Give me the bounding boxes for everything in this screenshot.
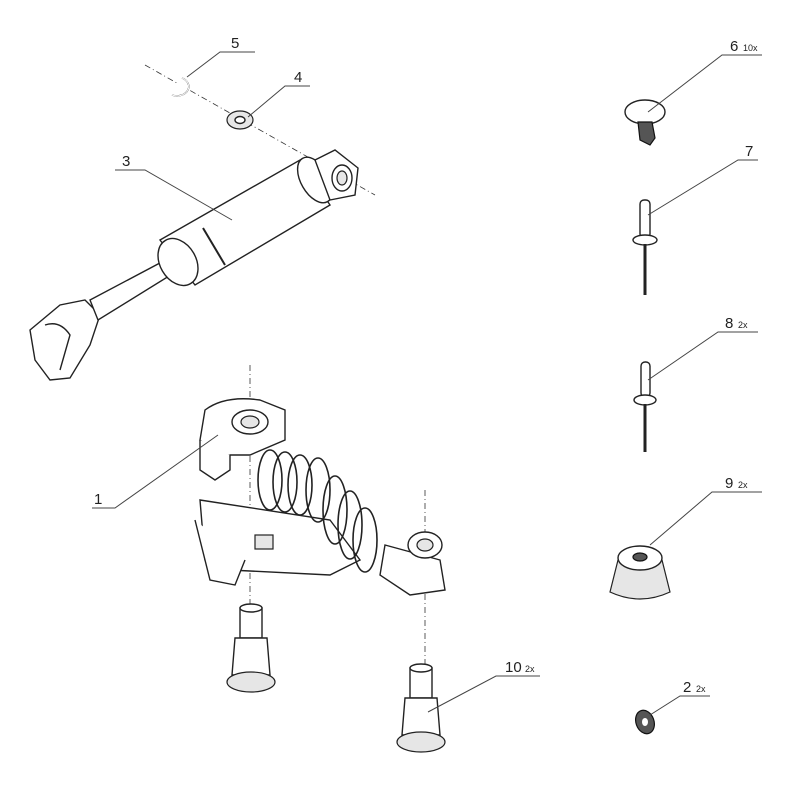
callout-4: 4 [247,69,310,118]
callout-quantity: 2x [525,664,535,674]
part-1-spring-mechanism [194,398,446,596]
callout-number: 10 [505,659,522,676]
part-2-small-washer [634,709,656,735]
part-6-push-clip [624,99,666,146]
callout-number: 4 [294,69,302,86]
callout-quantity: 2x [738,320,748,330]
part-8-rivet [633,361,657,452]
callout-number: 6 [730,38,738,55]
callout-number: 5 [231,35,239,52]
callout-number: 3 [122,153,130,170]
callout-6: 6 10x [647,38,762,113]
part-10-stud-pin-left [226,603,276,693]
callout-number: 1 [94,491,102,508]
part-7-rivet [632,199,658,295]
callout-3: 3 [115,153,233,221]
part-10-stud-pin-right [396,663,446,753]
part-3-shock-absorber [29,149,359,381]
callout-9: 9 2x [649,475,762,546]
callout-number: 9 [725,475,733,492]
callout-7: 7 [647,143,758,216]
callout-number: 8 [725,315,733,332]
callout-5: 5 [186,35,255,78]
callout-8: 8 2x [647,315,758,381]
part-4-washer [226,110,254,130]
callout-quantity: 10x [743,43,758,53]
part-5-circlip [171,77,190,97]
callout-number: 2 [683,679,691,696]
callout-quantity: 2x [696,684,706,694]
callout-1: 1 [92,434,219,509]
part-9-rubber-bumper [609,545,671,600]
callout-number: 7 [745,143,753,160]
callout-2: 2 2x [649,679,710,716]
callout-10: 10 2x [427,659,540,713]
callout-quantity: 2x [738,480,748,490]
